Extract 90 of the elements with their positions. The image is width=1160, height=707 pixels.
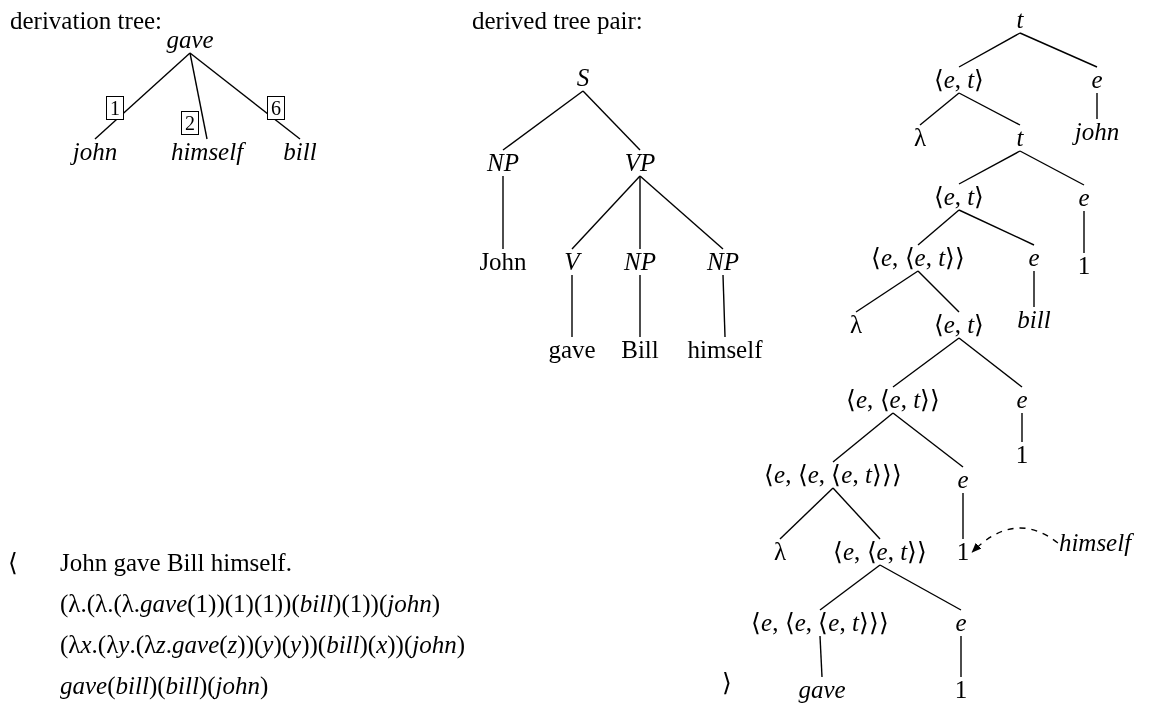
tree-node-label: gave bbox=[165, 27, 215, 53]
tree-node-label: john bbox=[71, 139, 119, 165]
tree-node-label: bill bbox=[282, 139, 318, 165]
tree-node-label: ⟨e, t⟩ bbox=[932, 67, 986, 93]
tree-branch bbox=[960, 635, 962, 678]
tree-branch bbox=[892, 412, 964, 468]
tree-branch bbox=[571, 274, 573, 338]
tree-node-label: t bbox=[1015, 7, 1025, 33]
tree-node-label: 1 bbox=[1076, 253, 1092, 279]
tree-node-label: e bbox=[1015, 387, 1029, 413]
dashed-arrow bbox=[971, 527, 1059, 553]
tree-branch bbox=[1083, 210, 1085, 254]
edge-label: 1 bbox=[106, 96, 124, 120]
tree-node-label: ⟨e, ⟨e, t⟩⟩ bbox=[831, 539, 929, 565]
text-label: gave(bill)(bill)(john) bbox=[60, 671, 269, 701]
tree-node-label: ⟨e, t⟩ bbox=[932, 312, 986, 338]
tree-node-label: λ bbox=[772, 539, 788, 565]
tree-node-label: gave bbox=[797, 677, 847, 703]
tree-branch bbox=[502, 175, 504, 250]
tree-branch bbox=[189, 52, 208, 140]
tree-branch bbox=[1033, 270, 1035, 308]
tree-node-label: 1 bbox=[955, 539, 971, 565]
text-label: derivation tree: bbox=[10, 6, 162, 36]
tree-branch bbox=[958, 32, 1021, 68]
tree-node-label: NP bbox=[623, 249, 657, 275]
tree-branch bbox=[855, 270, 919, 313]
tree-node-label: ⟨e, ⟨e, ⟨e, t⟩⟩⟩ bbox=[750, 610, 890, 636]
tree-branch bbox=[832, 487, 881, 540]
tree-node-label: V bbox=[563, 249, 581, 275]
tree-branch bbox=[958, 150, 1021, 185]
tree-node-label: VP bbox=[623, 150, 657, 176]
tree-branch bbox=[1021, 412, 1023, 443]
tree-node-label: ⟨e, ⟨e, t⟩⟩ bbox=[844, 387, 942, 413]
tree-node-label: john bbox=[1073, 119, 1121, 145]
tree-branch bbox=[722, 274, 726, 338]
tree-node-label: e bbox=[954, 610, 968, 636]
tree-node-label: e bbox=[1090, 67, 1104, 93]
tree-branch bbox=[879, 564, 962, 611]
tree-node-label: himself bbox=[686, 337, 764, 363]
tree-branch bbox=[832, 412, 894, 463]
tree-branch bbox=[571, 175, 641, 250]
tree-branch bbox=[639, 175, 724, 250]
tree-branch bbox=[1096, 92, 1098, 120]
tree-branch bbox=[958, 209, 1035, 246]
tree-branch bbox=[639, 175, 641, 250]
tree-branch bbox=[502, 90, 584, 151]
tree-node-label: NP bbox=[486, 150, 520, 176]
text-label: (λx.(λy.(λz.gave(z))(y)(y))(bill)(x))(john) bbox=[60, 630, 466, 660]
tree-branch bbox=[962, 492, 964, 540]
tree-branch bbox=[1019, 32, 1098, 68]
tree-node-label: 1 bbox=[1014, 442, 1030, 468]
tree-node-label: e bbox=[1027, 245, 1041, 271]
tree-node-label: John bbox=[478, 249, 528, 275]
text-label: John gave Bill himself. bbox=[60, 548, 292, 578]
tree-node-label: bill bbox=[1016, 307, 1052, 333]
tree-branch bbox=[639, 274, 641, 338]
tree-node-label: himself bbox=[1057, 530, 1133, 556]
tree-node-label: ⟨e, ⟨e, t⟩⟩ bbox=[869, 245, 967, 271]
tree-node-label: ⟨e, t⟩ bbox=[932, 184, 986, 210]
tree-branch bbox=[189, 52, 301, 140]
tree-branch bbox=[819, 635, 823, 678]
tree-node-label: NP bbox=[706, 249, 740, 275]
tree-branch bbox=[582, 90, 641, 151]
tree-node-label: S bbox=[575, 65, 591, 91]
tree-branch bbox=[917, 270, 960, 313]
text-label: ⟩ bbox=[722, 668, 732, 698]
tree-node-label: himself bbox=[169, 139, 245, 165]
tree-node-label: e bbox=[1077, 185, 1091, 211]
tree-branch bbox=[819, 564, 881, 611]
tree-branch bbox=[958, 92, 1021, 126]
tree-node-label: gave bbox=[547, 337, 597, 363]
tree-node-label: λ bbox=[912, 125, 928, 151]
tree-node-label: Bill bbox=[620, 337, 660, 363]
text-label: derived tree pair: bbox=[472, 6, 643, 36]
tree-branch bbox=[94, 52, 191, 140]
tree-node-label: t bbox=[1015, 125, 1025, 151]
tree-branch bbox=[917, 209, 960, 246]
text-label: ⟨ bbox=[8, 548, 18, 578]
tree-branch bbox=[779, 487, 834, 540]
tree-branch bbox=[892, 337, 960, 388]
tree-branch bbox=[919, 92, 960, 126]
edge-label: 2 bbox=[181, 111, 199, 135]
text-label: (λ.(λ.(λ.gave(1))(1)(1))(bill)(1))(john) bbox=[60, 589, 440, 619]
tree-node-label: λ bbox=[848, 312, 864, 338]
edge-label: 6 bbox=[267, 96, 285, 120]
tree-node-label: 1 bbox=[953, 677, 969, 703]
tree-branch bbox=[958, 337, 1023, 388]
tree-node-label: ⟨e, ⟨e, ⟨e, t⟩⟩⟩ bbox=[763, 462, 903, 488]
tree-node-label: e bbox=[956, 467, 970, 493]
tree-branch bbox=[1019, 150, 1085, 186]
